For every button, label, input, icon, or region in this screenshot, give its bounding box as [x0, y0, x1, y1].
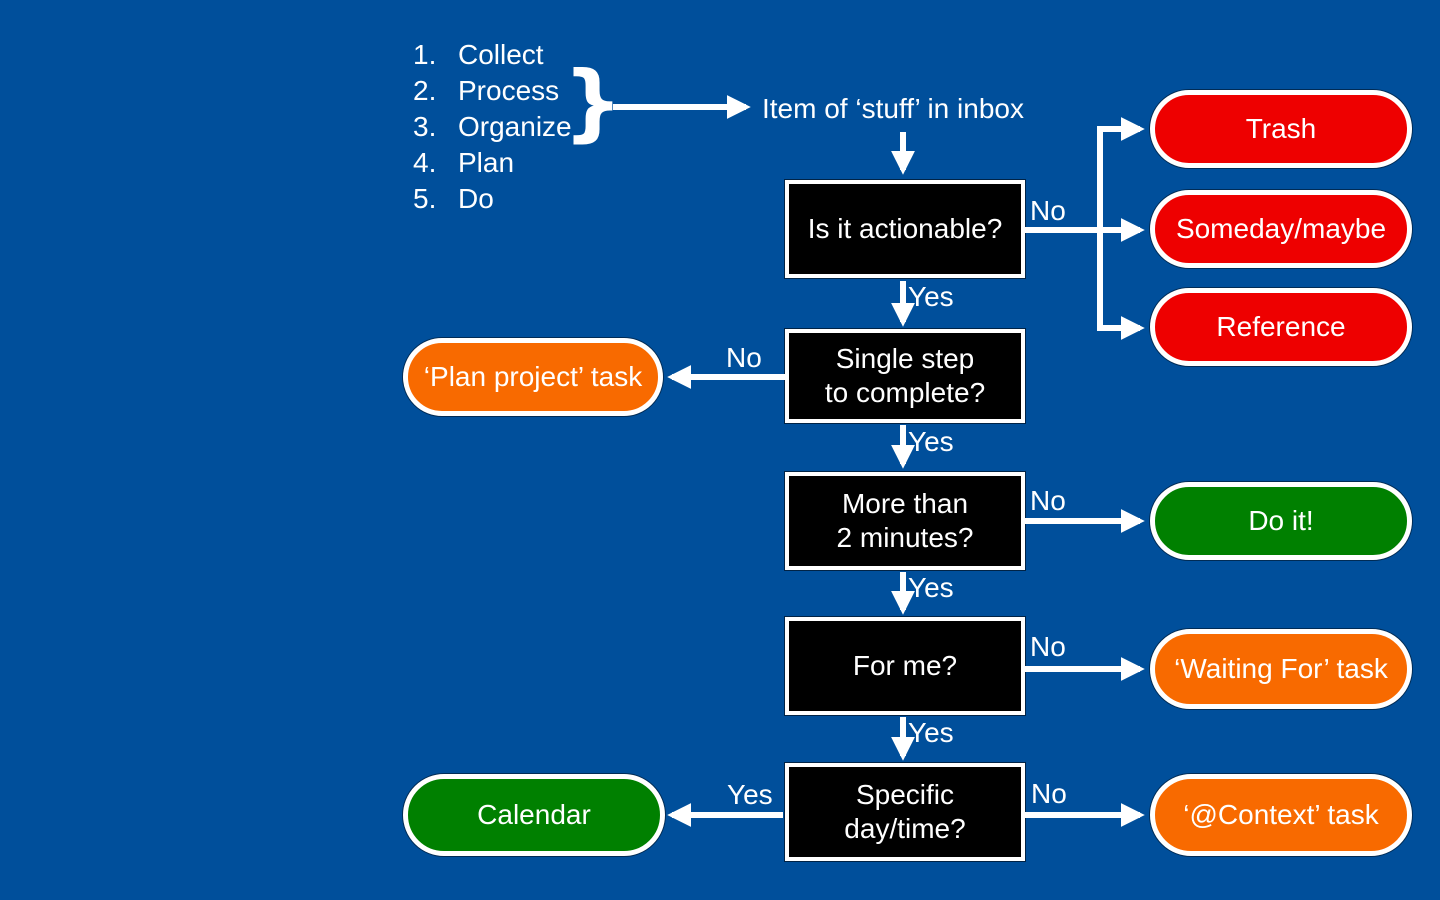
edge-label-single-no: No	[726, 342, 762, 373]
list-item-label: Collect	[458, 39, 544, 70]
list-item-label: Do	[458, 183, 494, 214]
outcome-trash: Trash	[1150, 90, 1412, 168]
decision-actionable: Is it actionable?	[785, 180, 1025, 278]
edge-label-two-no: No	[1030, 485, 1066, 516]
decision-two-minutes: More than 2 minutes?	[785, 472, 1025, 570]
outcome-context: ‘@Context’ task	[1150, 774, 1412, 856]
list-item-number: 2.	[413, 75, 437, 106]
list-item: 3. Organize	[413, 109, 572, 145]
decision-day-time: Specific day/time?	[785, 763, 1025, 861]
list-item-number: 4.	[413, 147, 437, 178]
list-item-number: 1.	[413, 39, 437, 70]
list-item-label: Plan	[458, 147, 515, 178]
list-item-number: 3.	[413, 111, 437, 142]
edge-label-two-yes: Yes	[908, 572, 954, 603]
list-item-number: 5.	[413, 183, 437, 214]
edge-label-day-no: No	[1031, 778, 1067, 809]
edge-label-actionable-yes: Yes	[908, 281, 954, 312]
outcome-someday-maybe: Someday/maybe	[1150, 190, 1412, 268]
list-item-label: Organize	[458, 111, 572, 142]
list-item: 5. Do	[413, 181, 572, 217]
brace-glyph: }	[563, 53, 623, 151]
inbox-label: Item of ‘stuff’ in inbox	[762, 93, 1024, 124]
list-item: 1. Collect	[413, 37, 572, 73]
outcome-waiting-for: ‘Waiting For’ task	[1150, 629, 1412, 709]
list-item: 4. Plan	[413, 145, 572, 181]
edge-label-day-yes: Yes	[727, 779, 773, 810]
outcome-plan-project: ‘Plan project’ task	[403, 338, 663, 416]
edge-label-for-me-yes: Yes	[908, 717, 954, 748]
list-item: 2. Process	[413, 73, 572, 109]
gtd-steps-list: 1. Collect 2. Process 3. Organize 4. Pla…	[413, 37, 572, 217]
edge-label-single-yes: Yes	[908, 426, 954, 457]
decision-single-step: Single step to complete?	[785, 329, 1025, 423]
outcome-do-it: Do it!	[1150, 482, 1412, 560]
outcome-calendar: Calendar	[403, 774, 665, 856]
decision-for-me: For me?	[785, 617, 1025, 715]
edge-label-actionable-no: No	[1030, 195, 1066, 226]
list-item-label: Process	[458, 75, 560, 106]
edge-label-for-me-no: No	[1030, 631, 1066, 662]
outcome-reference: Reference	[1150, 288, 1412, 366]
